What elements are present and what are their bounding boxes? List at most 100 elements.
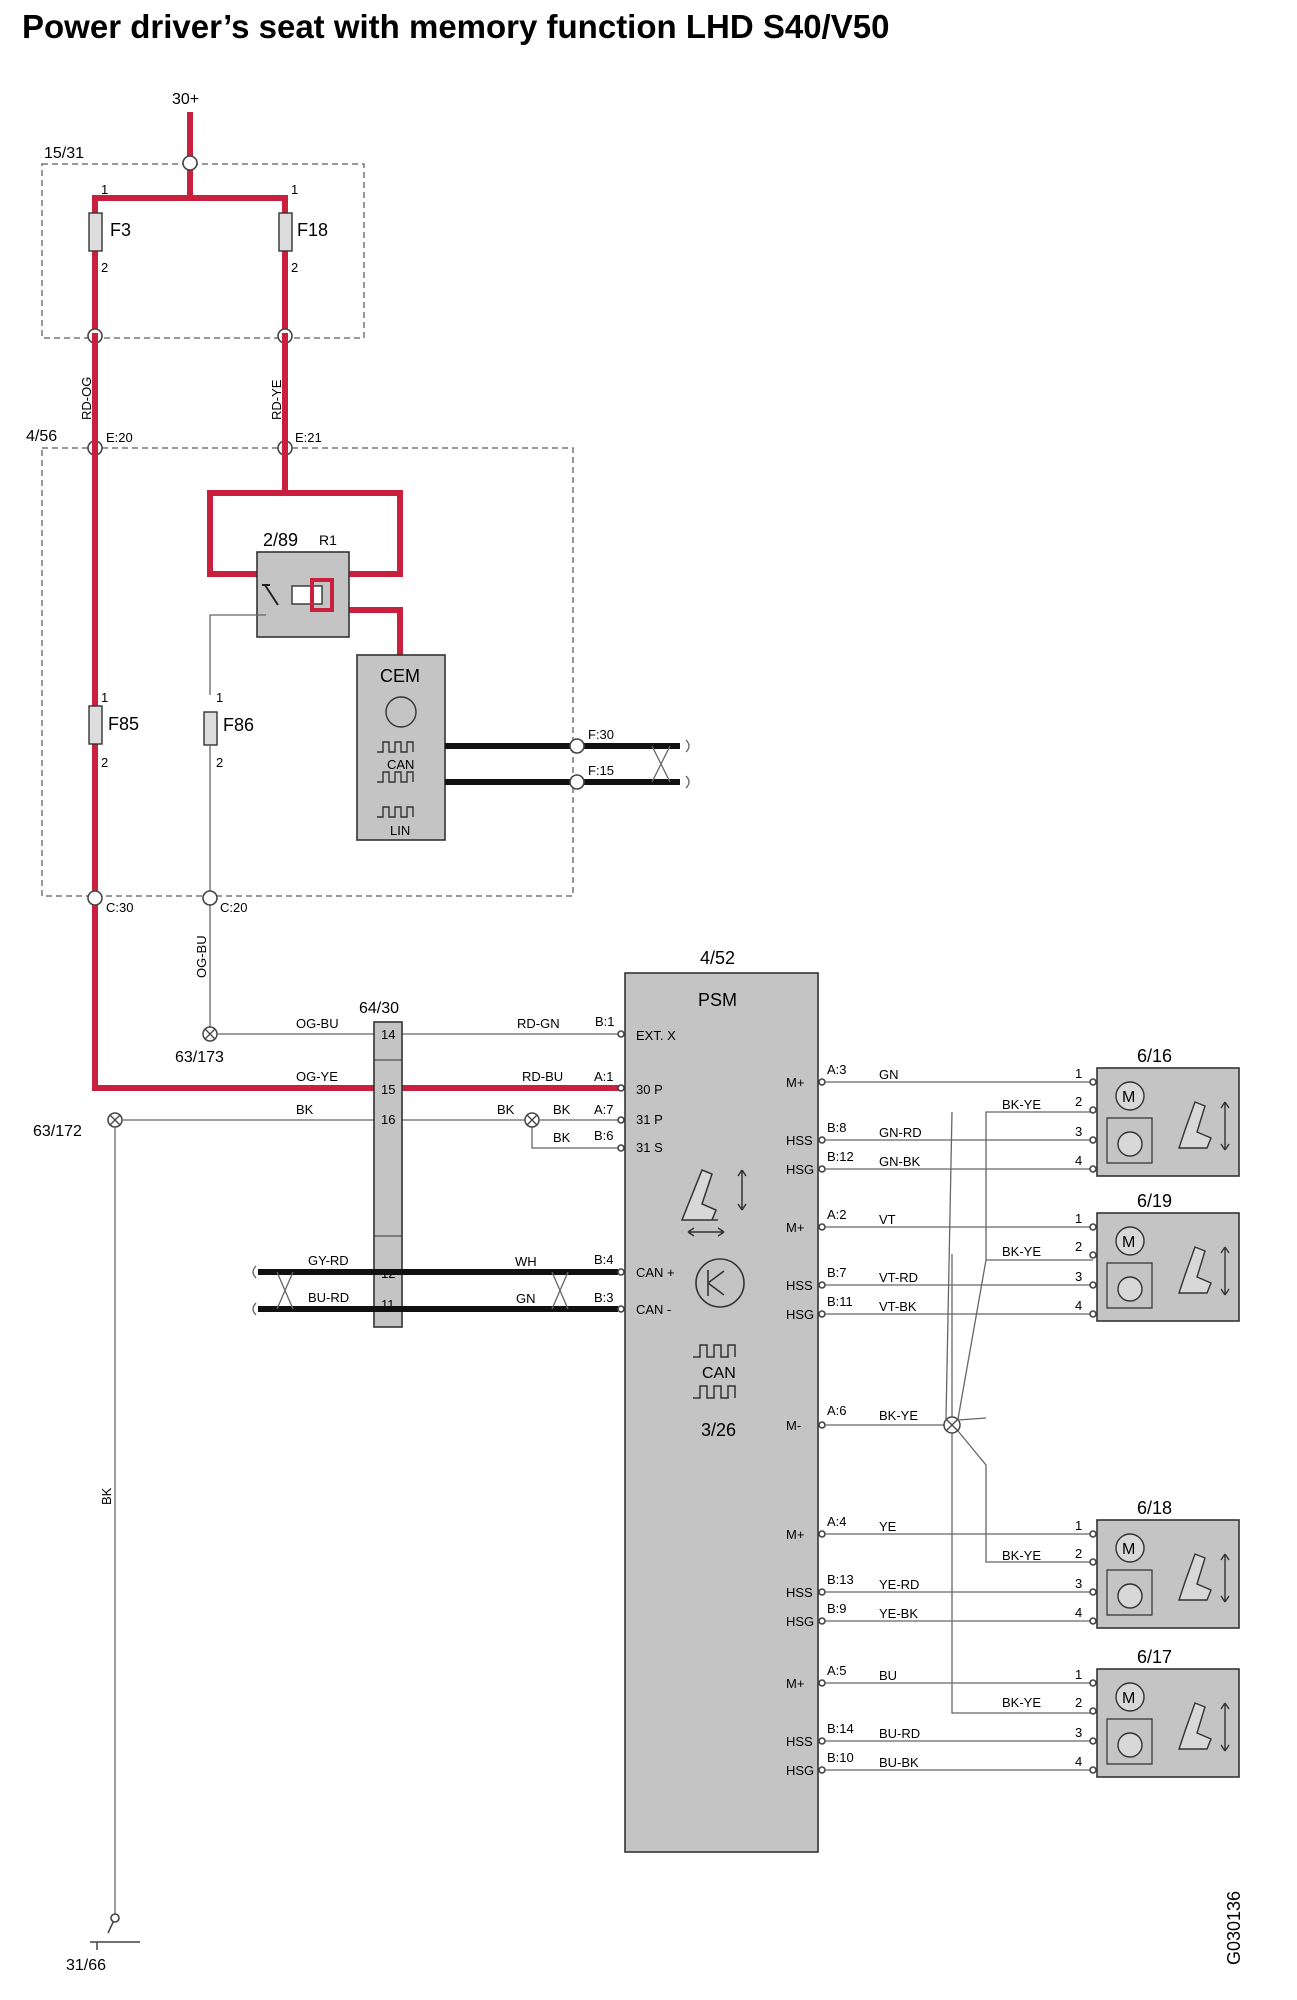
psm-in-pin-2: A:1 bbox=[594, 1069, 614, 1084]
fuse-f3-pin1: 1 bbox=[101, 182, 108, 197]
motor-pin-node bbox=[1089, 1766, 1097, 1774]
supply-node bbox=[182, 155, 198, 171]
wire-bu-rd: BU-RD bbox=[308, 1290, 349, 1305]
psm-output-label: M+ bbox=[786, 1676, 804, 1691]
wire-color-label: VT-RD bbox=[879, 1270, 918, 1285]
psm-output-pin: B:10 bbox=[827, 1750, 854, 1765]
motor-pin-node bbox=[1089, 1281, 1097, 1289]
wire-color-label: VT bbox=[879, 1212, 896, 1227]
motor-pin-number: 4 bbox=[1075, 1298, 1082, 1313]
ground-label: 31/66 bbox=[66, 1957, 106, 1974]
cem-twist-icon bbox=[651, 739, 690, 789]
psm-label-canl: CAN - bbox=[636, 1302, 671, 1317]
psm-mminus-label: M- bbox=[786, 1418, 801, 1433]
motor-id: 6/16 bbox=[1137, 1046, 1172, 1066]
seat-icon bbox=[1178, 1702, 1212, 1750]
rem-id: 4/56 bbox=[26, 428, 57, 445]
page-title: Power driver’s seat with memory function… bbox=[22, 8, 890, 45]
power-relay-loop bbox=[207, 333, 403, 577]
psm-in-wire-1: RD-GN bbox=[517, 1016, 560, 1031]
power-left-trunk bbox=[92, 333, 621, 1091]
psm-pin-node bbox=[617, 1030, 625, 1038]
psm-output-label: HSS bbox=[786, 1278, 813, 1293]
hall-sensor-icon bbox=[1117, 1583, 1143, 1609]
psm-output-pin: B:11 bbox=[827, 1294, 853, 1309]
relay-id: 2/89 bbox=[263, 530, 298, 550]
fuse-f86 bbox=[203, 711, 218, 746]
motor-icon-letter: M bbox=[1122, 1089, 1135, 1106]
psm-in-pin-5: B:4 bbox=[594, 1252, 614, 1267]
ground-node bbox=[110, 1913, 120, 1923]
rem-node-c20 bbox=[202, 890, 218, 906]
motor-pin-number: 2 bbox=[1075, 1239, 1082, 1254]
motor-pin-node bbox=[1089, 1679, 1097, 1687]
psm-pin-node bbox=[818, 1766, 826, 1774]
bk-ye-fanout bbox=[945, 1111, 1093, 1714]
psm-seat-icon bbox=[680, 1169, 718, 1221]
psm-label-ext: EXT. X bbox=[636, 1028, 676, 1043]
psm-seat-arrows-icon bbox=[687, 1169, 747, 1237]
motor-pin-number: 3 bbox=[1075, 1124, 1082, 1139]
psm-pin-node bbox=[617, 1305, 625, 1313]
motor-pin-number: 1 bbox=[1075, 1066, 1082, 1081]
fuse-f18-pin1: 1 bbox=[291, 182, 298, 197]
bk-wire bbox=[114, 1119, 526, 1918]
fuse-f18-pin2: 2 bbox=[291, 260, 298, 275]
psm-transistor-icon bbox=[695, 1258, 745, 1308]
sensor-frame-icon bbox=[1106, 1718, 1153, 1765]
cem-node-f15 bbox=[569, 774, 585, 790]
fusebox-id: 15/31 bbox=[44, 145, 84, 162]
doc-code: G030136 bbox=[1224, 1891, 1244, 1965]
psm-label-30p: 30 P bbox=[636, 1082, 663, 1097]
motor-pin-number: 1 bbox=[1075, 1518, 1082, 1533]
psm-pin-node bbox=[818, 1530, 826, 1538]
motor-id: 6/18 bbox=[1137, 1498, 1172, 1518]
psm-sub-id: 3/26 bbox=[701, 1420, 736, 1440]
fuse-f18-label: F18 bbox=[297, 220, 328, 240]
motor-pin-node bbox=[1089, 1558, 1097, 1566]
rem-conn-e20: E:20 bbox=[106, 430, 133, 445]
cem-lin-label: LIN bbox=[390, 823, 410, 838]
psm-output-pin: A:3 bbox=[827, 1062, 847, 1077]
psm-pin-node bbox=[818, 1737, 826, 1745]
hall-sensor-icon bbox=[1117, 1131, 1143, 1157]
fuse-f3-pin2: 2 bbox=[101, 260, 108, 275]
psm-pin-node bbox=[818, 1617, 826, 1625]
psm-squarewave-icon-1 bbox=[693, 1344, 736, 1358]
cem-f15: F:15 bbox=[588, 763, 614, 778]
fuse-f85-pin2: 2 bbox=[101, 755, 108, 770]
psm-in-wire-2: RD-BU bbox=[522, 1069, 563, 1084]
motor-icon-letter: M bbox=[1122, 1234, 1135, 1251]
cem-transistor-icon bbox=[385, 696, 417, 728]
psm-pin-node bbox=[617, 1116, 625, 1124]
fuse-f86-pin1: 1 bbox=[216, 690, 223, 705]
motor-pin-number: 1 bbox=[1075, 1211, 1082, 1226]
psm-pin-node bbox=[818, 1281, 826, 1289]
rem-outline bbox=[41, 447, 574, 897]
motor-pin-node bbox=[1089, 1165, 1097, 1173]
wire-bk-vertical: BK bbox=[99, 1487, 114, 1505]
psm-output-label: M+ bbox=[786, 1220, 804, 1235]
motor-box bbox=[1096, 1519, 1240, 1629]
psm-pin-node bbox=[617, 1084, 625, 1092]
wire-rd-og: RD-OG bbox=[79, 377, 94, 420]
supply-label: 30+ bbox=[172, 91, 199, 108]
psm-name: PSM bbox=[698, 990, 737, 1010]
bk-31s-wire bbox=[531, 1120, 618, 1149]
psm-output-label: M+ bbox=[786, 1527, 804, 1542]
wire-color-label: GN bbox=[879, 1067, 899, 1082]
psm-output-pin: B:8 bbox=[827, 1120, 847, 1135]
splice-173-cross bbox=[204, 1028, 216, 1040]
psm-mminus-pin: A:6 bbox=[827, 1403, 847, 1418]
wire-og-ye: OG-YE bbox=[296, 1069, 338, 1084]
seat-icon bbox=[1178, 1101, 1212, 1149]
adjust-arrow-icon bbox=[1220, 1702, 1230, 1752]
motor-icon bbox=[1115, 1226, 1145, 1256]
psm-output-label: HSS bbox=[786, 1585, 813, 1600]
wire-gy-rd: GY-RD bbox=[308, 1253, 349, 1268]
bk-ye-label-1: BK-YE bbox=[1002, 1097, 1041, 1112]
sensor-frame-icon bbox=[1106, 1262, 1153, 1309]
